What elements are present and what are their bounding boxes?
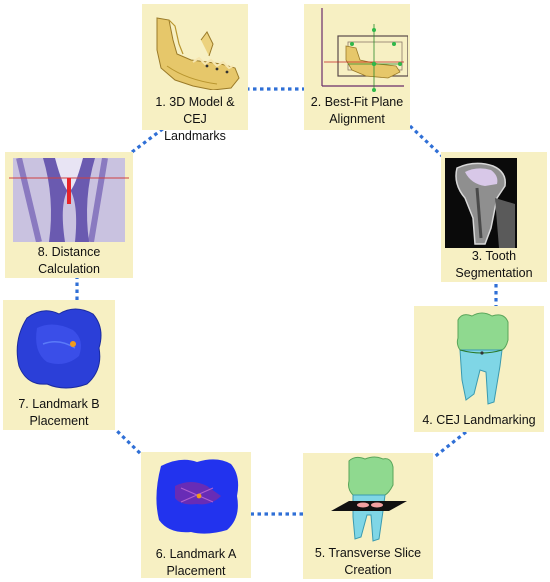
mandible-3d-model-icon	[156, 17, 240, 90]
step-label-6: 6. Landmark A Placement	[141, 546, 251, 580]
step-subtitle-3: Segmentation	[455, 266, 533, 280]
step-card-8: 8. Distance Calculation	[5, 152, 133, 278]
step-title-1: 1. 3D Model & CEJ	[155, 95, 235, 126]
slice-landmark-a-icon	[156, 459, 239, 534]
molar-cej-model-icon	[456, 312, 509, 405]
step-title-2: 2. Best-Fit Plane	[310, 95, 404, 109]
step-subtitle-7: Placement	[29, 414, 89, 428]
step-title-5: 5. Transverse Slice	[314, 546, 422, 560]
step-card-6: 6. Landmark A Placement	[141, 452, 251, 578]
step-title-8: 8. Distance	[37, 245, 101, 259]
step-title-6: 6. Landmark A	[155, 547, 237, 561]
step-label-7: 7. Landmark B Placement	[3, 396, 115, 430]
step-label-2: 2. Best-Fit Plane Alignment	[304, 94, 410, 128]
connector-2-3	[408, 124, 444, 158]
step-card-2: 2. Best-Fit Plane Alignment	[304, 4, 410, 130]
step-card-4: 4. CEJ Landmarking	[414, 306, 544, 432]
step-subtitle-6: Placement	[166, 564, 226, 578]
step-label-1: 1. 3D Model & CEJ Landmarks	[142, 94, 248, 145]
ct-slice-tooth-icon	[445, 158, 517, 248]
occlusal-landmark-b-icon	[16, 308, 102, 389]
step-subtitle-1: Landmarks	[164, 129, 226, 143]
step-title-3: 3. Tooth	[471, 249, 517, 263]
step-card-1: 1. 3D Model & CEJ Landmarks	[142, 4, 248, 143]
step-card-5: 5. Transverse Slice Creation	[303, 453, 433, 579]
step-subtitle-2: Alignment	[329, 112, 385, 126]
step-label-3: 3. Tooth Segmentation	[441, 248, 547, 282]
step-card-3: 3. Tooth Segmentation	[441, 152, 547, 282]
molar-transverse-slice-icon	[331, 456, 407, 542]
step-label-8: 8. Distance Calculation	[5, 244, 133, 278]
step-subtitle-8: Calculation	[38, 262, 100, 276]
distance-measure-icon	[9, 158, 129, 242]
mandible-bounding-box-plane-icon	[321, 8, 408, 92]
step-title-4: 4. CEJ Landmarking	[422, 413, 536, 427]
step-label-4: 4. CEJ Landmarking	[414, 412, 544, 429]
step-subtitle-5: Creation	[344, 563, 392, 577]
step-title-7: 7. Landmark B	[18, 397, 100, 411]
connector-4-5	[432, 430, 467, 460]
step-card-7: 7. Landmark B Placement	[3, 300, 115, 430]
step-label-5: 5. Transverse Slice Creation	[303, 545, 433, 579]
